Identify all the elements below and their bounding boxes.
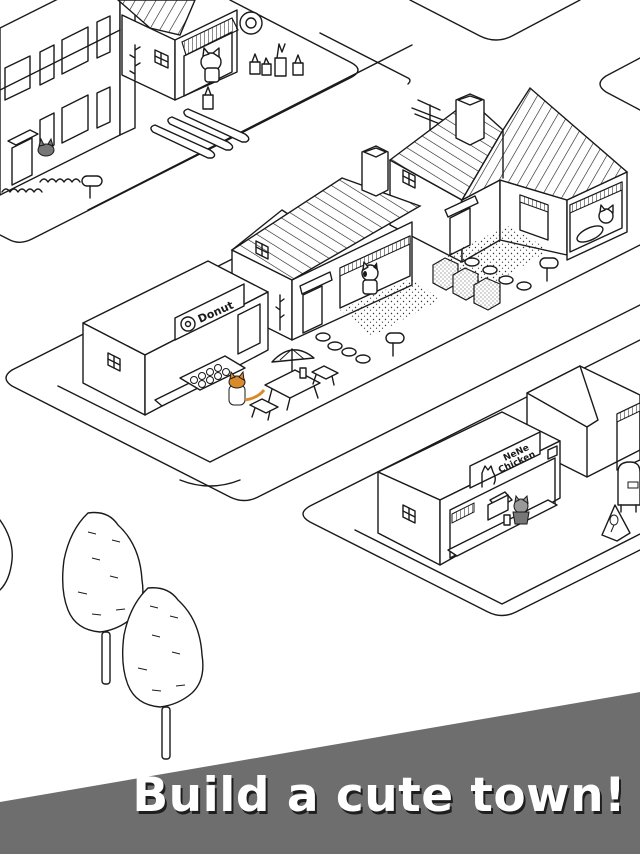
hedge-boxes [433,258,500,310]
block-bottom-right-inner [355,530,640,604]
sandwich-board-icon [602,505,630,541]
chicken-shop-window [403,505,415,523]
block-top-right-outline [600,58,640,110]
hedge [40,179,80,182]
block-bottom-right-outline [303,340,640,616]
post-box-icon [618,462,640,512]
cash-register-icon [488,492,512,520]
flower-shop-side-window [155,50,168,68]
tree[interactable] [123,588,203,759]
block-middle-inner [58,245,640,462]
apartment-awning [8,130,38,145]
road-edge-2 [88,45,412,210]
apartment-door[interactable] [12,138,32,185]
orange-cat [229,372,264,405]
tree[interactable] [63,513,143,685]
shop-cat [201,48,221,82]
flower-pots [203,44,303,109]
house-window [256,241,268,259]
chimney [362,146,388,196]
donut-shop-door[interactable] [238,304,260,354]
wall-lamp [548,446,557,459]
donut-sign [175,284,244,340]
caption-banner [0,692,640,854]
bench [250,366,338,420]
hedge [2,189,42,192]
gravel-yard [340,278,440,336]
gray-cat-cupcake [513,496,529,524]
block-top-left-outline [0,0,358,242]
flower-shop-window [184,32,232,96]
chicken-sign [470,432,540,488]
flower-sign-icon [240,12,262,34]
mailbox-icon [82,176,102,198]
house-door[interactable] [303,286,322,333]
rooster-icon [482,466,495,487]
lying-cat [575,205,613,245]
donut-shop[interactable]: Donut [83,261,338,420]
trees [63,513,203,760]
block-top-center-outline [410,0,580,40]
door-awning [445,196,478,217]
window-cat [362,262,378,294]
picnic-table [265,368,320,410]
road-edge [320,33,410,84]
flower-shop-building[interactable] [118,0,303,158]
apartment-cat [38,139,54,156]
vine [276,295,284,330]
chimney [456,94,484,145]
tree-partial-left [0,520,12,590]
block-curve [180,480,240,486]
donut-shop-window [108,353,120,371]
chicken-shop[interactable]: NeNe Chicken [378,412,560,565]
apartment-building[interactable] [0,0,135,198]
menu-board [452,503,474,523]
caption-title: Build a cute town! [132,768,626,823]
block-middle-outline [6,305,640,501]
l-shaped-house[interactable] [390,88,627,262]
cup [504,515,510,525]
door-awning [300,272,332,294]
garden-beds [151,109,249,158]
city-blocks [0,0,640,616]
donut-icon [181,317,195,331]
vine [130,45,140,80]
cat-window-house[interactable] [232,146,558,363]
stepping-stones [316,258,531,363]
flower-shop-awning [182,18,238,55]
mailbox-icon [386,258,558,356]
donut-tray [180,356,245,390]
house-window [403,170,415,188]
